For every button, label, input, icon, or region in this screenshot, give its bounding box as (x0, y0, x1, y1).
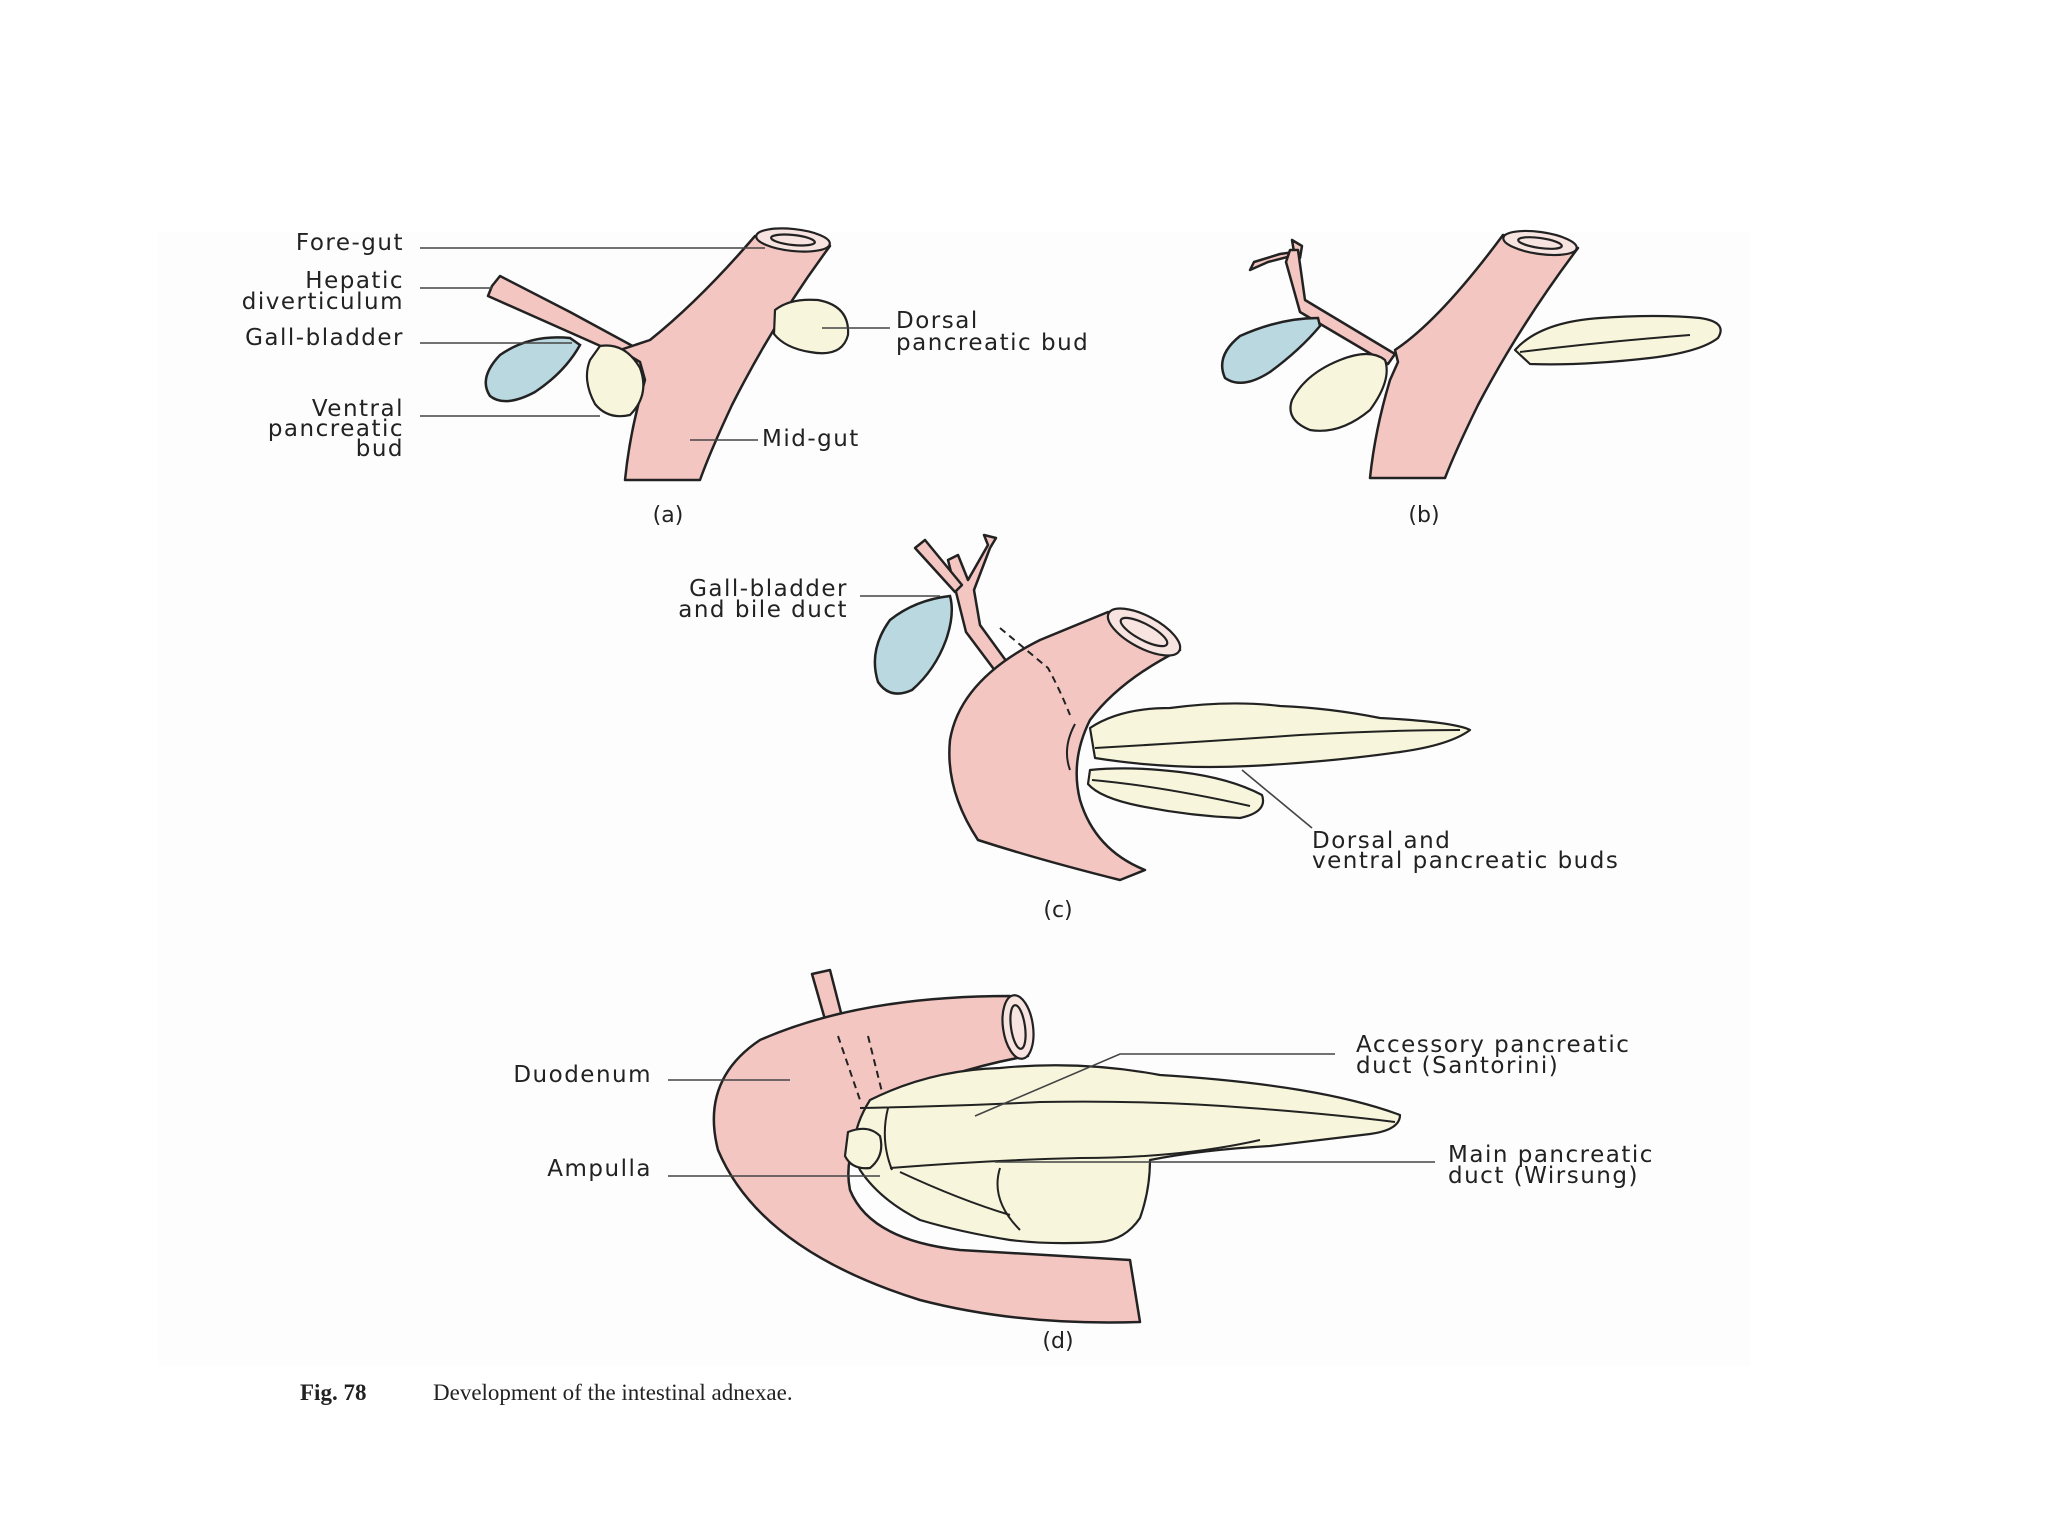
label-panel-a: (a) (653, 503, 684, 528)
label-panel-c: (c) (1043, 898, 1072, 923)
uncinate-duct-d (899, 1171, 1011, 1216)
caption-text: Development of the intestinal adnexae. (433, 1380, 793, 1405)
panel-a: Fore-gut Hepatic diverticulum Gall-bladd… (242, 227, 1089, 528)
ventral-pancreatic-bud-c (1086, 767, 1265, 820)
main-duct-d (889, 1139, 1261, 1169)
gut-tube-a (618, 234, 832, 482)
gall-bladder-c (873, 594, 954, 695)
label-gall-bladder: Gall-bladder (245, 325, 404, 351)
label-panel-d: (d) (1042, 1329, 1073, 1354)
gut-lumen-inner-b (1517, 236, 1563, 250)
gut-lumen-inner-a (770, 233, 816, 247)
label-mid-gut: Mid-gut (762, 426, 860, 452)
duodenum-lumen-inner-c (1119, 616, 1169, 648)
dorsal-pancreatic-bud-a (772, 298, 850, 355)
label-ventral-2: pancreatic (268, 416, 404, 442)
label-ventral-1: Ventral (312, 396, 404, 422)
label-gall-2: and bile duct (678, 597, 848, 623)
duct-junction-c (1065, 723, 1076, 771)
panel-d: Duodenum Ampulla Accessory pancreatic du… (513, 968, 1654, 1354)
label-fore-gut: Fore-gut (296, 230, 404, 256)
duodenum-lumen-inner-d (1009, 1004, 1027, 1050)
gall-bladder-a (484, 336, 582, 403)
label-dorsal-2: pancreatic bud (896, 330, 1089, 356)
ampulla-duct-d (883, 1107, 893, 1171)
ampulla-lobule-d (843, 1127, 883, 1170)
label-gall-1: Gall-bladder (689, 576, 848, 602)
label-main-1: Main pancreatic (1448, 1142, 1654, 1168)
ventral-branch-d (996, 1167, 1021, 1231)
label-buds-1: Dorsal and (1312, 828, 1451, 854)
label-ampulla: Ampulla (547, 1156, 652, 1182)
label-accessory-1: Accessory pancreatic (1356, 1032, 1630, 1058)
label-hepatic-2: diverticulum (242, 289, 404, 315)
panel-b: (b) (1220, 229, 1722, 528)
dorsal-duct-b (1519, 334, 1691, 353)
duodenum-c (948, 610, 1182, 882)
bile-duct-branch-c (913, 538, 964, 594)
leader-buds (1241, 769, 1313, 829)
ventral-pancreatic-bud-b (1289, 352, 1388, 432)
caption-number: Fig. 78 (300, 1380, 366, 1405)
dorsal-pancreatic-bud-b (1513, 314, 1722, 366)
gut-tube-b (1368, 233, 1580, 480)
bile-duct-inside-d-2 (867, 1035, 885, 1101)
dorsal-duct-c (1094, 729, 1461, 749)
ventral-duct-c (1091, 779, 1251, 807)
dorsal-pancreatic-bud-c (1088, 702, 1472, 769)
label-main-2: duct (Wirsung) (1448, 1163, 1639, 1189)
label-buds-2: ventral pancreatic buds (1312, 848, 1619, 874)
gall-bladder-b (1220, 316, 1322, 385)
figure-caption: Fig. 78 Development of the intestinal ad… (300, 1380, 793, 1405)
leader-accessory-duct (974, 1053, 1335, 1117)
label-ventral-3: bud (356, 436, 404, 462)
label-dorsal-1: Dorsal (896, 308, 979, 334)
ventral-pancreatic-bud-a (585, 344, 645, 418)
panel-c: Gall-bladder and bile duct Dorsal and ve… (678, 533, 1619, 923)
label-panel-b: (b) (1408, 503, 1439, 528)
hepatic-fork-b (1248, 238, 1304, 272)
label-accessory-2: duct (Santorini) (1356, 1053, 1559, 1079)
label-duodenum: Duodenum (513, 1062, 652, 1088)
label-hepatic-1: Hepatic (305, 268, 404, 294)
hepatic-duct-b (1284, 248, 1397, 366)
bile-duct-inside-c (999, 627, 1071, 716)
accessory-duct-d (859, 1100, 1396, 1123)
